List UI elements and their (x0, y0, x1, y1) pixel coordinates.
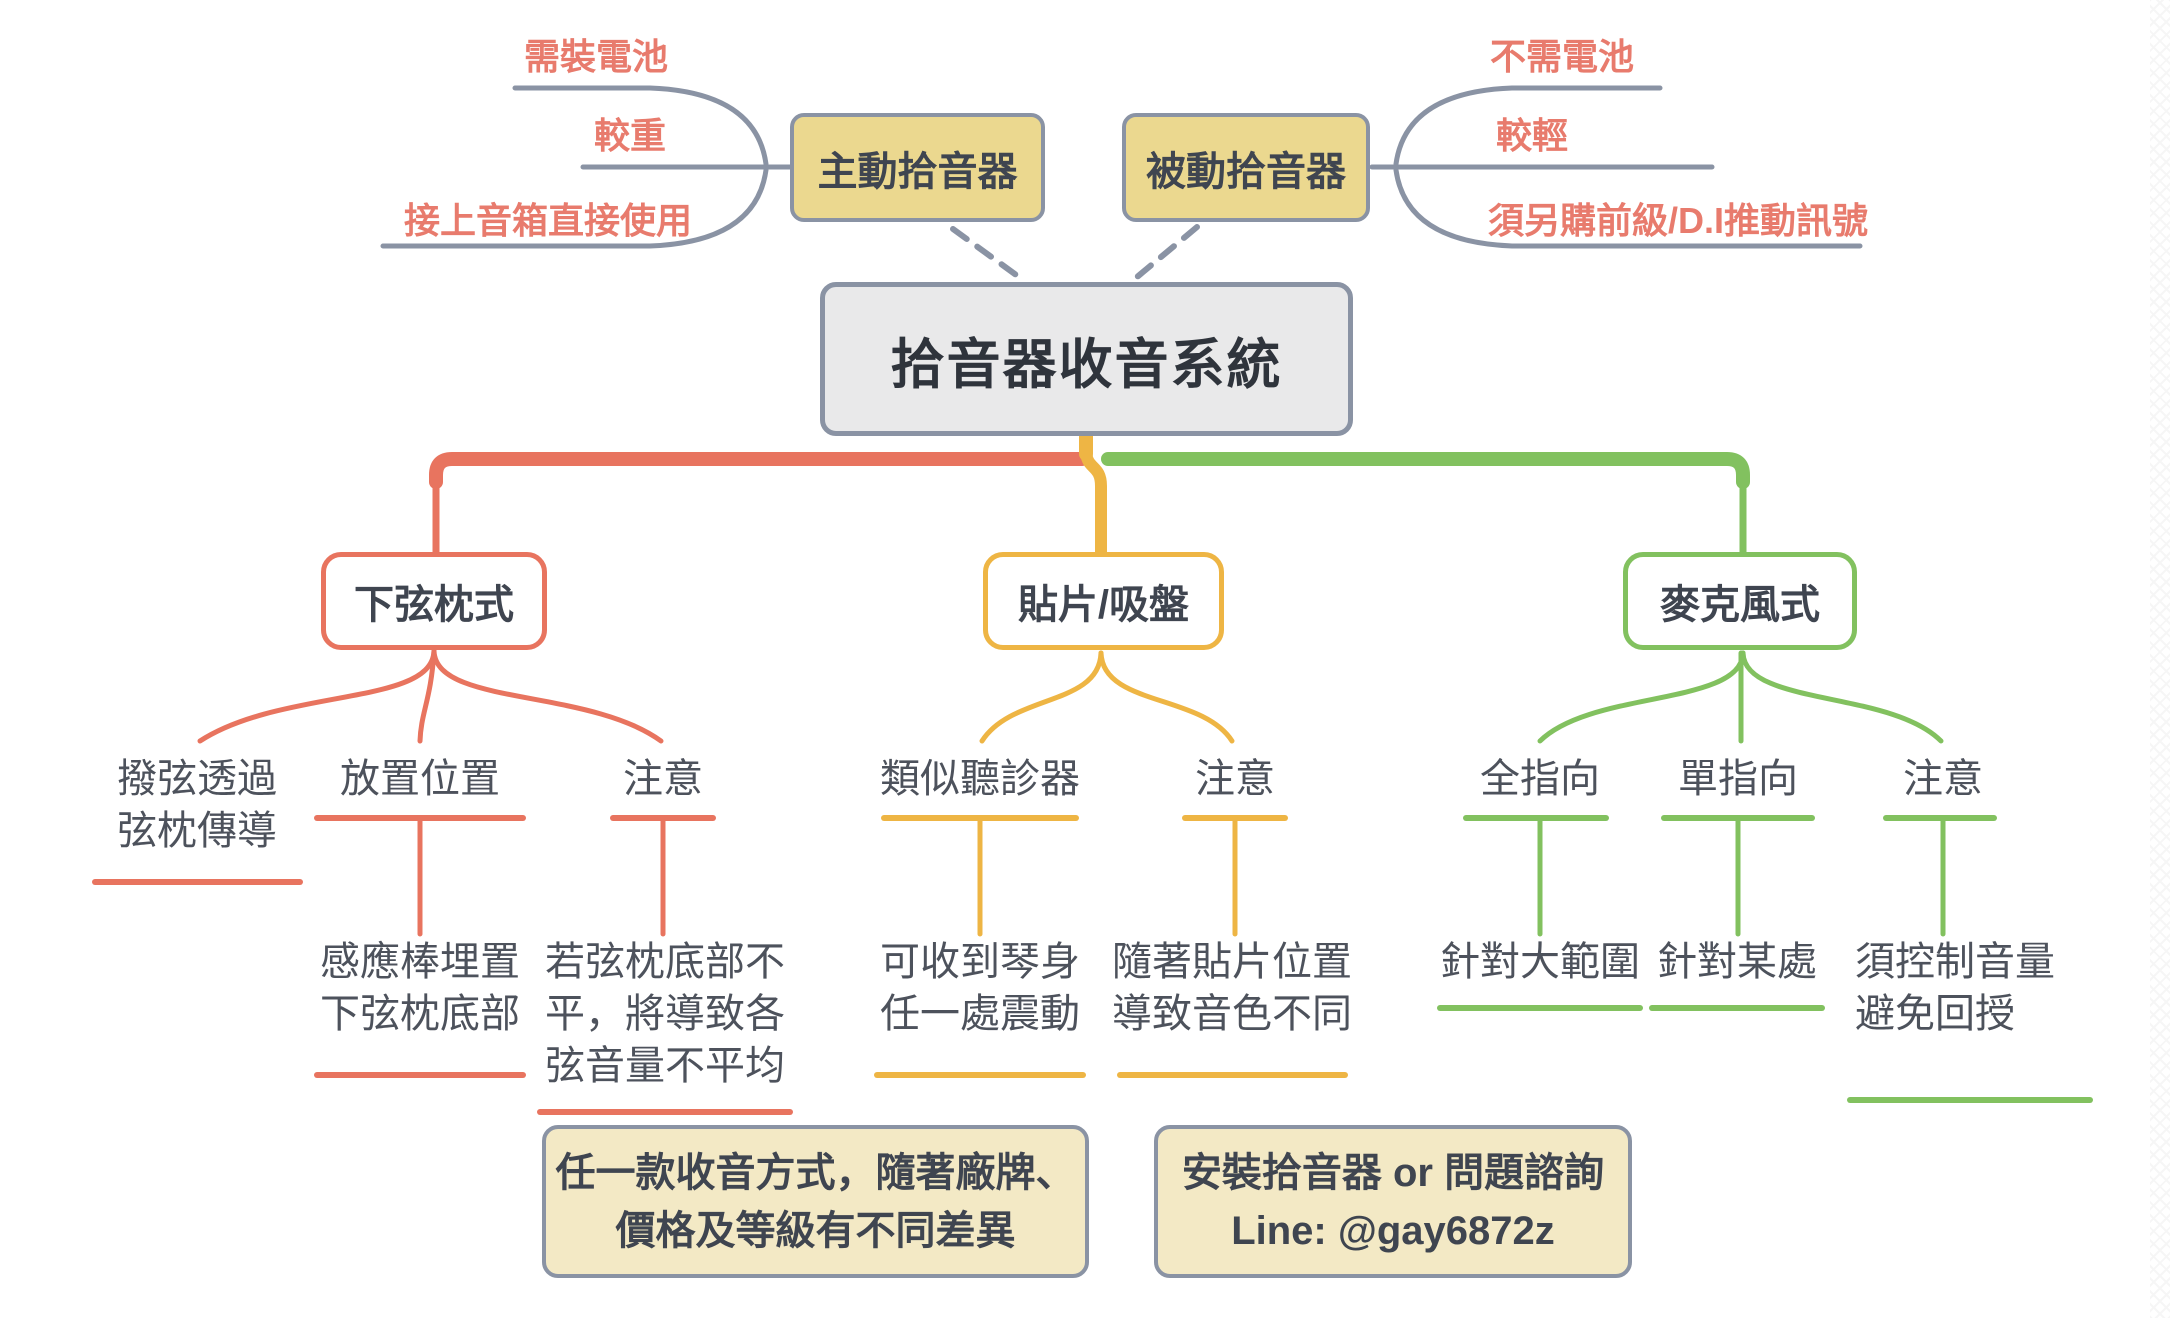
level4-underlines (314, 1005, 2093, 1115)
passive-feature-weight[interactable]: 較輕 (1495, 115, 1569, 156)
mic-caution-detail-line1: 須控制音量 (1855, 940, 2055, 984)
saddle-caution-detail-line3: 弦音量不平均 (545, 1044, 785, 1088)
patch-child-stethoscope[interactable]: 類似聽診器 (880, 757, 1080, 801)
mic-child-uni[interactable]: 單指向 (1678, 757, 1798, 801)
saddle-child-caution[interactable]: 注意 (623, 757, 703, 801)
mic-caution-detail[interactable]: 須控制音量 避免回授 (1855, 936, 2055, 1040)
passive-pickup-brace (1369, 85, 1863, 249)
mic-uni-detail[interactable]: 針對某處 (1657, 940, 1817, 984)
mic-child-omni[interactable]: 全指向 (1480, 757, 1600, 801)
patch-stethoscope-detail-line1: 可收到琴身 (880, 940, 1080, 984)
patch-caution-detail-line2: 導致音色不同 (1112, 992, 1352, 1036)
active-feature-battery[interactable]: 需裝電池 (523, 36, 669, 77)
saddle-placement-detail-line1: 感應棒埋置 (320, 940, 520, 984)
saddle-child-transmission-line1: 撥弦透過 (117, 757, 277, 801)
mic-fan (1537, 650, 1944, 744)
active-pickup-label: 主動拾音器 (817, 149, 1018, 194)
patch-node[interactable]: 貼片/吸盤 (983, 552, 1224, 650)
patch-stethoscope-detail-line2: 任一處震動 (880, 992, 1080, 1036)
note-contact[interactable]: 安裝拾音器 or 問題諮詢 Line: @gay6872z (1154, 1125, 1632, 1278)
note-brand-difference-line1: 任一款收音方式，隨著廠牌、 (555, 1150, 1076, 1195)
root-node[interactable]: 拾音器收音系統 (820, 282, 1353, 436)
dashed-links (950, 224, 1200, 280)
saddle-placement-detail-line2: 下弦枕底部 (320, 992, 520, 1036)
patch-caution-detail[interactable]: 隨著貼片位置 導致音色不同 (1112, 936, 1352, 1040)
saddle-caution-detail-line1: 若弦枕底部不 (545, 940, 785, 984)
active-pickup-node[interactable]: 主動拾音器 (790, 113, 1045, 222)
level3-underlines (92, 815, 1997, 885)
active-feature-usage[interactable]: 接上音箱直接使用 (403, 200, 693, 241)
saddle-placement-detail[interactable]: 感應棒埋置 下弦枕底部 (320, 936, 520, 1040)
passive-feature-preamp[interactable]: 須另購前級/D.I推動訊號 (1487, 200, 1869, 241)
note-brand-difference-line2: 價格及等級有不同差異 (615, 1208, 1016, 1253)
mic-caution-detail-line2: 避免回授 (1855, 992, 2015, 1036)
saddle-child-transmission[interactable]: 撥弦透過 弦枕傳導 (117, 753, 277, 857)
active-pickup-brace (380, 85, 793, 249)
patch-stethoscope-detail[interactable]: 可收到琴身 任一處震動 (880, 936, 1080, 1040)
note-contact-line2: Line: @gay6872z (1231, 1208, 1555, 1253)
passive-pickup-node[interactable]: 被動拾音器 (1122, 113, 1370, 222)
saddle-label: 下弦枕式 (354, 583, 514, 627)
active-feature-weight[interactable]: 較重 (593, 115, 667, 156)
mic-label: 麥克風式 (1660, 583, 1820, 627)
patch-child-caution[interactable]: 注意 (1195, 757, 1275, 801)
saddle-caution-detail-line2: 平，將導致各 (545, 992, 785, 1036)
passive-pickup-label: 被動拾音器 (1146, 149, 1346, 194)
mic-omni-detail[interactable]: 針對大範圍 (1440, 940, 1640, 984)
note-contact-line1: 安裝拾音器 or 問題諮詢 (1181, 1150, 1605, 1195)
mic-child-caution[interactable]: 注意 (1903, 757, 1983, 801)
root-node-label: 拾音器收音系統 (890, 334, 1283, 395)
saddle-fan (197, 648, 664, 744)
saddle-child-transmission-line2: 弦枕傳導 (117, 809, 277, 853)
branch-bars (429, 427, 1750, 559)
patch-label: 貼片/吸盤 (1017, 583, 1190, 627)
passive-feature-battery[interactable]: 不需電池 (1489, 36, 1635, 77)
patch-fan (979, 650, 1235, 744)
level4-drop-lines (417, 815, 1946, 937)
canvas-edge-texture (2150, 0, 2170, 1318)
saddle-child-placement[interactable]: 放置位置 (340, 757, 500, 801)
saddle-caution-detail[interactable]: 若弦枕底部不 平，將導致各 弦音量不平均 (545, 936, 785, 1092)
mic-node[interactable]: 麥克風式 (1623, 552, 1857, 650)
saddle-node[interactable]: 下弦枕式 (321, 552, 547, 650)
note-brand-difference[interactable]: 任一款收音方式，隨著廠牌、 價格及等級有不同差異 (542, 1125, 1089, 1278)
patch-caution-detail-line1: 隨著貼片位置 (1112, 940, 1352, 984)
